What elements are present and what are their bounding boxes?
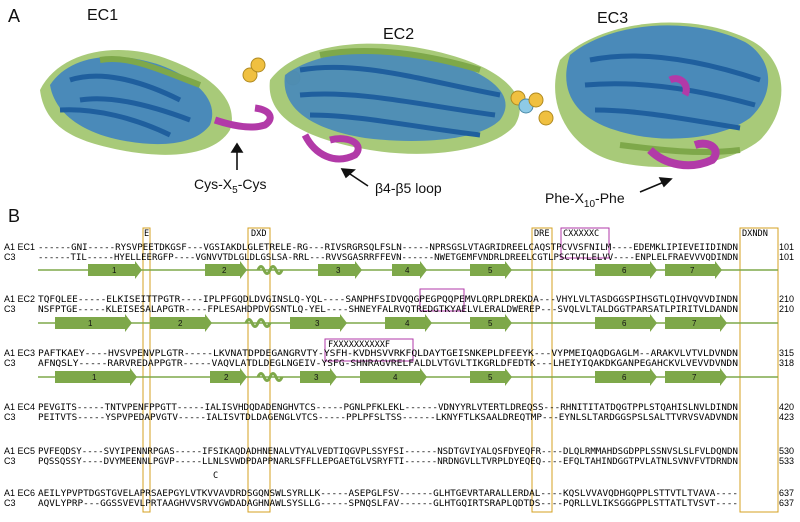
row-name: C3 (4, 252, 16, 262)
annotation-arrows (230, 142, 673, 193)
svg-text:7: 7 (692, 373, 697, 382)
alignment-block-ec2: A1 EC2 TQFQLEE-----ELKISEITTPGTR----IPLP… (4, 294, 794, 332)
row-end: 315 (779, 348, 794, 358)
ec3-domain (555, 22, 782, 170)
row-name: C3 (4, 304, 16, 314)
row-end: 423 (779, 412, 794, 422)
secondary-structure-track: 1 2 3 4 5 6 7 (38, 368, 778, 386)
row-end: 210 (779, 304, 794, 314)
motif-e-text: E (144, 229, 149, 239)
protein-structure-figure (40, 22, 782, 193)
svg-text:3: 3 (315, 319, 320, 328)
motif-box-dxndn (739, 227, 779, 513)
row-name: A1 EC2 (4, 294, 35, 304)
svg-text:1: 1 (88, 319, 93, 328)
row-end: 101 (779, 242, 794, 252)
row-name: C3 (4, 358, 16, 368)
row-sequence: AFNQSLY-----RARVREDAPPGTR-----VAQVLATDLD… (38, 359, 738, 369)
secondary-structure-track: 1 2 3 4 5 6 7 (38, 314, 778, 332)
row-sequence: TQFQLEE-----ELKISEITTPGTR----IPLPFGQDLDV… (38, 295, 738, 305)
ec2-domain (269, 43, 520, 163)
purple-motif-boxes (324, 227, 610, 362)
row-end: 530 (779, 446, 794, 456)
row-name: C3 (4, 456, 16, 466)
svg-text:4: 4 (393, 373, 398, 382)
ec3-label: EC3 (597, 10, 629, 27)
row-name: A1 EC4 (4, 402, 35, 412)
phe-motif-label: Phe-X10-Phe (545, 190, 625, 210)
row-sequence: AQVLYPRP---GGSSVEVLPRTAAGHVVSRVVGWDADAGH… (38, 499, 738, 509)
alignment-block-ec1: A1 EC1 ------GNI-----RYSVPEETDKGSF---VGS… (4, 242, 794, 279)
alignment-block-ec6: A1 EC6 AEILYPVPTDGSTGVELAPRSAEPGYLVTKVVA… (4, 488, 794, 509)
ec1-label: EC1 (87, 7, 119, 24)
svg-text:1: 1 (112, 266, 117, 275)
row-end: 318 (779, 358, 794, 368)
row-sequence: NSFPTGE-----KLEISESALAPGTR----FPLESAHDPD… (38, 305, 738, 315)
loop-motif-box (419, 288, 465, 312)
row-sequence: AEILYPVPTDGSTGVELAPRSAEPGYLVTKVVAVDRDSGQ… (38, 489, 738, 499)
svg-text:2: 2 (222, 266, 227, 275)
row-sequence: ------GNI-----RYSVPEETDKGSF---VGSIAKDLGL… (38, 243, 738, 253)
svg-text:2: 2 (178, 319, 183, 328)
motif-boxes (142, 227, 779, 513)
alignment-block-ec5: A1 EC5 PVFEQDSY----SVYIPENNRPGAS-----IFS… (4, 446, 794, 467)
row-name: C3 (4, 498, 16, 508)
svg-text:7: 7 (692, 319, 697, 328)
row-end: 420 (779, 402, 794, 412)
row-end: 533 (779, 456, 794, 466)
svg-text:3: 3 (314, 373, 319, 382)
row-name: A1 EC5 (4, 446, 35, 456)
row-name: A1 EC3 (4, 348, 35, 358)
alignment-block-ec4: A1 EC4 PEVGITS-----TNTVPENFPPGTT-----IAL… (4, 402, 794, 423)
svg-text:5: 5 (488, 319, 493, 328)
svg-text:5: 5 (488, 266, 493, 275)
row-end: 101 (779, 252, 794, 262)
loop-label: β4-β5 loop (375, 180, 442, 196)
row-sequence: PAFTKAEY----HVSVPENVPLGTR-----LKVNATDPDE… (38, 349, 738, 359)
ec1-domain (40, 50, 274, 155)
row-sequence: PEITVTS-----YSPVPEDAPVGTV-----IALISVTDLD… (38, 413, 738, 423)
ec2-label: EC2 (383, 26, 415, 43)
svg-text:6: 6 (622, 373, 627, 382)
row-sequence: PQSSQSSY----DVYMEENNLPGVP-----LLNLSVWDPD… (38, 457, 738, 467)
motif-dre-text: DRE (534, 229, 550, 239)
svg-text:4: 4 (405, 266, 410, 275)
motif-dxd-text: DXD (251, 229, 267, 239)
svg-text:4: 4 (405, 319, 410, 328)
svg-text:6: 6 (622, 266, 627, 275)
svg-text:7: 7 (690, 266, 695, 275)
row-end: 210 (779, 294, 794, 304)
row-sequence: PEVGITS-----TNTVPENFPPGTT-----IALISVHDQD… (38, 403, 738, 413)
svg-text:6: 6 (622, 319, 627, 328)
motif-box-dxd (247, 227, 271, 513)
row-name: A1 EC1 (4, 242, 35, 252)
row-sequence: ------TIL-----HYELLEERGFP----VGNVVTDLGLD… (38, 253, 738, 263)
row-name: C3 (4, 412, 16, 422)
motif-box-dre (531, 227, 553, 513)
svg-text:3: 3 (336, 266, 341, 275)
row-name: A1 EC6 (4, 488, 35, 498)
row-sequence: PVFEQDSY----SVYIPENNRPGAS-----IFSIKAQDAD… (38, 447, 738, 457)
motif-phe-text: FXXXXXXXXXXF (328, 340, 390, 350)
phe-motif-box (324, 338, 414, 362)
svg-text:5: 5 (488, 373, 493, 382)
calcium-ions-2 (510, 90, 554, 126)
panel-label-b: B (8, 206, 21, 226)
secondary-structure-track: 1 2 3 4 5 6 7 (38, 261, 778, 279)
row-end: 637 (779, 488, 794, 498)
c-mark-text: C (213, 471, 218, 481)
motif-box-e (142, 227, 151, 513)
panel-label-a: A (8, 6, 21, 26)
row-end: 637 (779, 498, 794, 508)
motif-cys-text: CXXXXXC (563, 229, 599, 239)
cys-motif-box (560, 227, 610, 259)
motif-dxndn-text: DXNDN (742, 229, 768, 239)
alignment-block-ec3: A1 EC3 PAFTKAEY----HVSVPENVPLGTR-----LKV… (4, 348, 794, 386)
svg-text:1: 1 (92, 373, 97, 382)
svg-text:2: 2 (224, 373, 229, 382)
cys-motif-label: Cys-X5-Cys (194, 176, 267, 196)
